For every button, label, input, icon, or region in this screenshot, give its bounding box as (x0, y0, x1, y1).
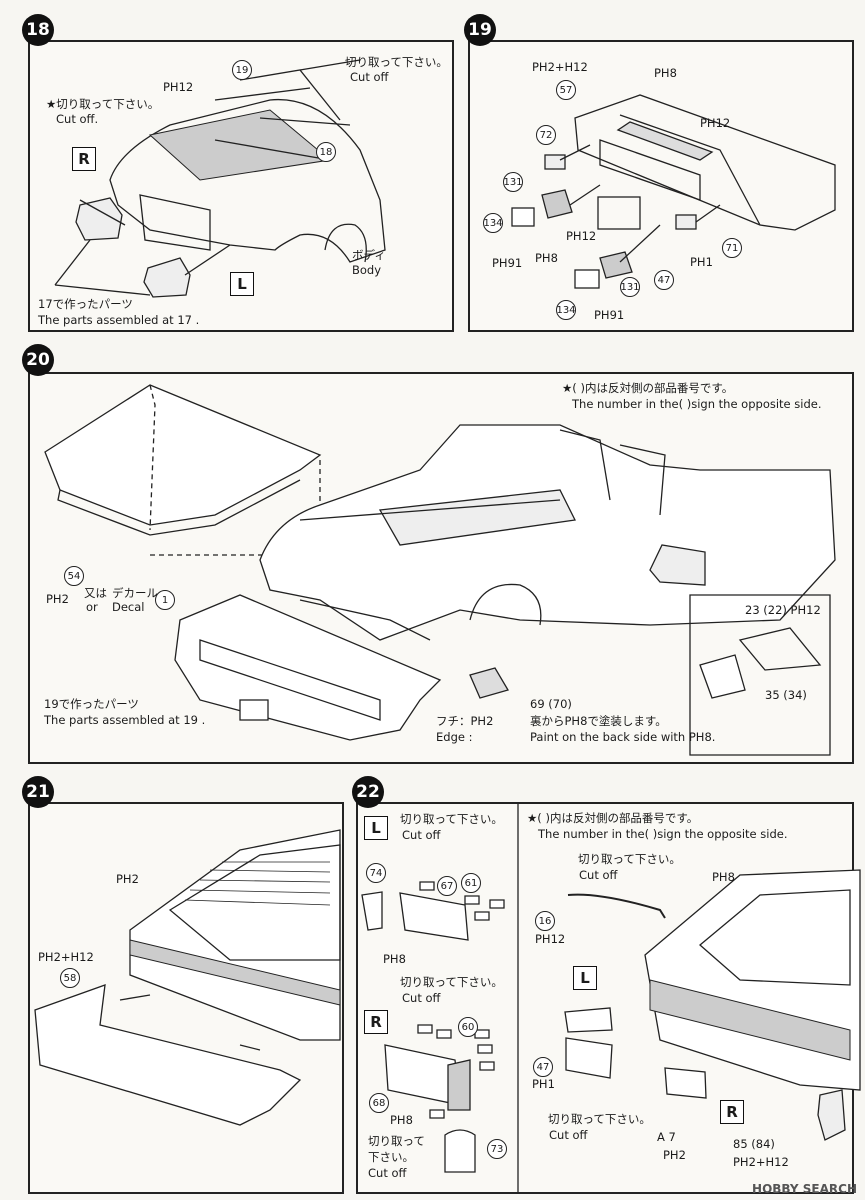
part-68: 68 (369, 1093, 389, 1113)
right-side-box: R (72, 147, 96, 171)
paint-131-b: PH8 (535, 251, 558, 265)
part-16: 16 (535, 911, 555, 931)
star-cut-off-jp: ★切り取って下さい。 (46, 97, 160, 111)
step-19-badge: 19 (464, 14, 496, 46)
paint-top-21: PH2 (116, 872, 139, 886)
paint-l-22: PH8 (383, 952, 406, 966)
part-47-22: 47 (533, 1057, 553, 1077)
step-22-badge: 22 (352, 776, 384, 808)
cut-d-en: Cut off (579, 868, 618, 882)
body-en: Body (352, 263, 382, 277)
cut-off-jp: 切り取って下さい。 (345, 55, 448, 69)
edge-jp: フチ：PH2 (436, 714, 494, 728)
paint-top-22: PH8 (712, 870, 735, 884)
step-22-left-box: L (364, 816, 388, 840)
cut-c-en: Cut off (368, 1166, 407, 1180)
step-20-badge: 20 (22, 344, 54, 376)
body-jp: ボディ (352, 248, 386, 262)
hood-or-en: or (86, 600, 98, 614)
back-paint-jp: 裏からPH8で塗装します。 (530, 714, 667, 728)
part-134-b: 134 (556, 300, 576, 320)
paint-r-22: PH8 (390, 1113, 413, 1127)
cut-b-jp: 切り取って下さい。 (400, 975, 503, 989)
step-20-note-jp: ★( )内は反対側の部品番号です。 (562, 381, 734, 395)
back-paint-en: Paint on the back side with PH8. (530, 730, 716, 744)
part-57: 57 (556, 80, 576, 100)
cut-off-en: Cut off (350, 70, 389, 84)
paint-58: PH2+H12 (38, 950, 94, 964)
decal-1: 1 (155, 590, 175, 610)
part-19-callout: 19 (232, 60, 252, 80)
step-22-right-box-b: R (720, 1100, 744, 1124)
paint-right-19: PH12 (700, 116, 731, 130)
part-58: 58 (60, 968, 80, 988)
cut-c-jp2: 下さい。 (368, 1150, 414, 1164)
paint-16: PH12 (535, 932, 566, 946)
part-47-19: 47 (654, 270, 674, 290)
panel-step-21 (28, 802, 344, 1194)
cut-e-en: Cut off (549, 1128, 588, 1142)
hood-or-jp: 又は (84, 586, 107, 600)
step-21-badge: 21 (22, 776, 54, 808)
mirror-parts: 23 (22) PH12 (745, 603, 821, 617)
step-22-note-en: The number in the( )sign the opposite si… (538, 827, 788, 841)
part-60: 60 (458, 1017, 478, 1037)
cut-b-en: Cut off (402, 991, 441, 1005)
paint-47-19: PH1 (690, 255, 713, 269)
paint-131-a: PH12 (566, 229, 597, 243)
left-side-box: L (230, 272, 254, 296)
part-54: 54 (64, 566, 84, 586)
part-131-a: 131 (503, 172, 523, 192)
hood-paint: PH2 (46, 592, 69, 606)
star-cut-off-en: Cut off. (56, 112, 99, 126)
part-134-a: 134 (483, 213, 503, 233)
assembled-19-en: The parts assembled at 19 . (44, 713, 206, 727)
step-22-note-jp: ★( )内は反対側の部品番号です。 (527, 811, 699, 825)
assembled-ref-en: The parts assembled at 17 . (38, 313, 200, 327)
part-85: 85 (84) (733, 1137, 775, 1151)
part-73: 73 (487, 1139, 507, 1159)
paint-57: PH2+H12 (532, 60, 588, 74)
paint-a7: PH2 (663, 1148, 686, 1162)
step-18-badge: 18 (22, 14, 54, 46)
part-61: 61 (461, 873, 481, 893)
assembled-19-jp: 19で作ったパーツ (44, 697, 139, 711)
hood-decal-en: Decal (112, 600, 145, 614)
step-22-left-box-b: L (573, 966, 597, 990)
part-74: 74 (366, 863, 386, 883)
part-67: 67 (437, 876, 457, 896)
paint-47-22: PH1 (532, 1077, 555, 1091)
paint-top-19: PH8 (654, 66, 677, 80)
cut-a-en: Cut off (402, 828, 441, 842)
step-20-note-en: The number in the( )sign the opposite si… (572, 397, 822, 411)
panel-step-20 (28, 372, 854, 764)
paint-19-label: PH12 (163, 80, 194, 94)
watermark: HOBBY SEARCH (752, 1182, 857, 1196)
cut-e-jp: 切り取って下さい。 (548, 1112, 651, 1126)
part-18-callout: 18 (316, 142, 336, 162)
paint-134-b: PH91 (594, 308, 625, 322)
part-a7: A 7 (657, 1130, 676, 1144)
paint-134-a: PH91 (492, 256, 523, 270)
assembled-ref-jp: 17で作ったパーツ (38, 297, 133, 311)
part-71: 71 (722, 238, 742, 258)
step-22-right-box: R (364, 1010, 388, 1034)
cut-d-jp: 切り取って下さい。 (578, 852, 681, 866)
lens-parts: 69 (70) (530, 697, 572, 711)
cut-a-jp: 切り取って下さい。 (400, 812, 503, 826)
hood-decal-jp: デカール (112, 586, 158, 600)
edge-en: Edge : (436, 730, 473, 744)
cut-c-jp: 切り取って (368, 1134, 425, 1148)
part-72: 72 (536, 125, 556, 145)
paint-85: PH2+H12 (733, 1155, 789, 1169)
mirror-glass: 35 (34) (765, 688, 807, 702)
part-131-b: 131 (620, 277, 640, 297)
